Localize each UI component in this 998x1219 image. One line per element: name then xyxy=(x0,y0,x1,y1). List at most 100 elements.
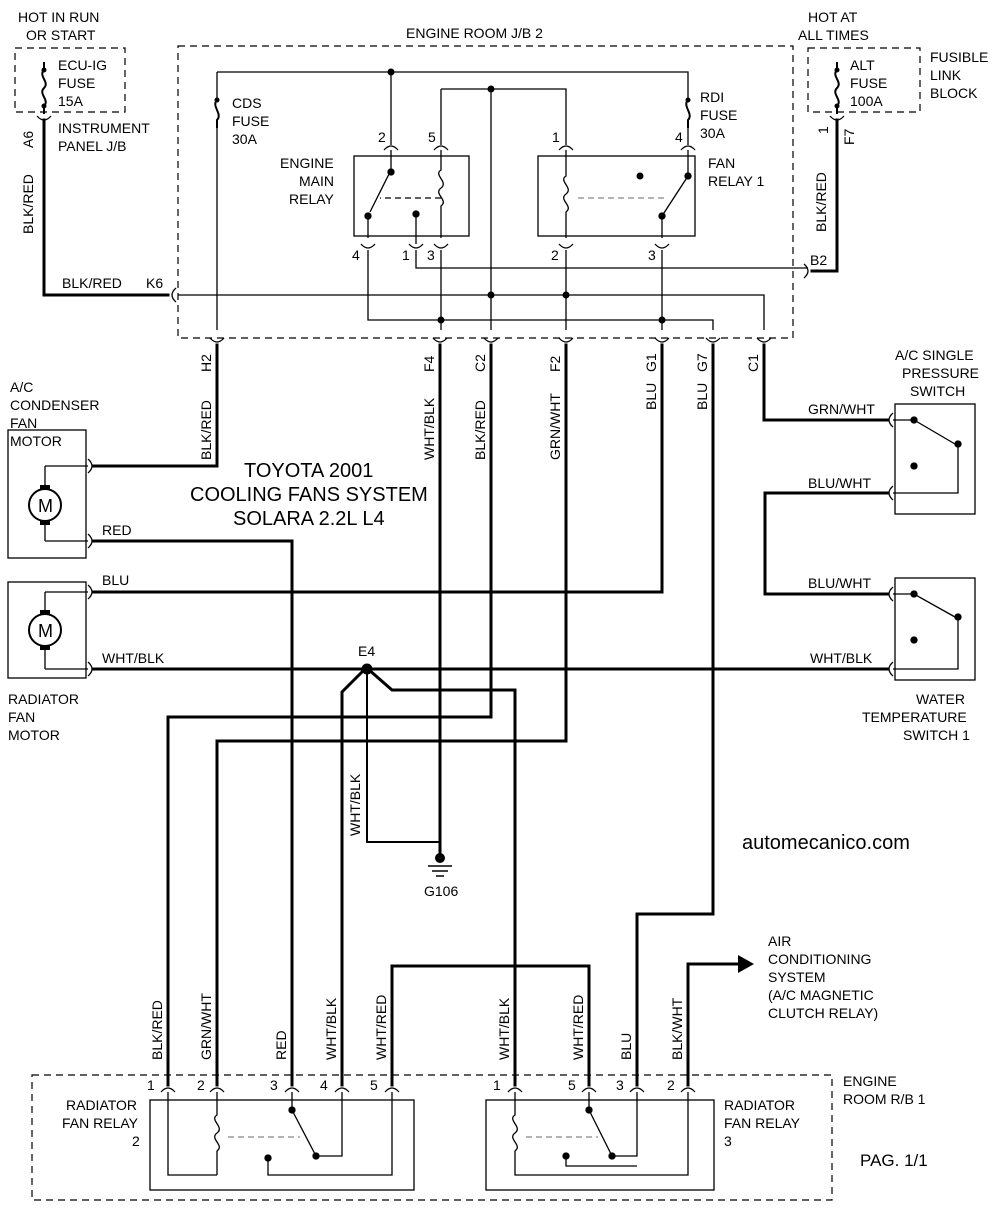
acc-label-2: CONDENSER xyxy=(10,397,99,413)
wire-label-wht-blk-6: WHT/BLK xyxy=(496,997,512,1060)
wire-blu-wht xyxy=(763,491,890,596)
fusible-label-1: FUSIBLE xyxy=(930,49,988,65)
title-line-1: TOYOTA 2001 xyxy=(244,460,373,482)
page-number: PAG. 1/1 xyxy=(860,1151,928,1170)
radiator-fan-relay-2-box xyxy=(149,1099,415,1191)
conn-f2: F2 xyxy=(547,355,563,372)
emr-label-3: RELAY xyxy=(289,191,335,207)
wire-label-blk-red-1: BLK/RED xyxy=(20,174,36,234)
wire-label-blk-red-6: BLK/RED xyxy=(149,1000,165,1060)
conn-g1: G1 xyxy=(643,353,659,372)
cds-fuse-icon xyxy=(214,99,220,128)
wire-blu-g7 xyxy=(635,343,715,1087)
rdi-fuse-label-2: FUSE xyxy=(700,107,737,123)
wt-label-1: WATER xyxy=(916,691,965,707)
jb2-internal xyxy=(178,71,808,330)
rfr2-label-2: FAN RELAY xyxy=(62,1115,139,1131)
wire-label-blk-red-2: BLK/RED xyxy=(62,275,122,291)
wire-label-blu-1: BLU xyxy=(643,383,659,410)
ground-label: G106 xyxy=(424,883,458,899)
pin-r3-5: 5 xyxy=(568,1077,576,1093)
wire-label-blk-red-3: BLK/RED xyxy=(813,172,829,232)
conn-g7: G7 xyxy=(694,353,710,372)
wire-grn-wht-f2 xyxy=(215,343,568,1087)
pin-r2-3: 3 xyxy=(270,1077,278,1093)
wire-label-blu-2: BLU xyxy=(694,383,710,410)
title-block: TOYOTA 2001 COOLING FANS SYSTEM SOLARA 2… xyxy=(190,460,928,1170)
pin-f1-2: 2 xyxy=(551,247,559,263)
fan-relay-1-box xyxy=(537,155,696,237)
rfr2-label-3: 2 xyxy=(132,1133,140,1149)
engine-room-jb2-block xyxy=(177,45,794,339)
fuse-labels: ECU-IG FUSE 15A CDS FUSE 30A RDI FUSE 30… xyxy=(58,57,887,147)
cds-fuse-label-3: 30A xyxy=(232,131,258,147)
wire-label-blu-4: BLU xyxy=(618,1033,634,1060)
alt-fuse-label-3: 100A xyxy=(850,93,883,109)
pin-r2-5: 5 xyxy=(370,1077,378,1093)
wire-label-blu-3: BLU xyxy=(102,572,129,588)
fuse-symbols xyxy=(41,62,840,128)
wires xyxy=(42,118,890,1087)
engine-main-relay-internals xyxy=(364,150,444,244)
pin-r3-3: 3 xyxy=(616,1077,624,1093)
wt-label-3: SWITCH 1 xyxy=(903,727,970,743)
air-label-4: (A/C MAGNETIC xyxy=(768,987,874,1003)
wire-blu-g1 xyxy=(92,343,664,594)
rfr3-label-3: 3 xyxy=(724,1133,732,1149)
fan-relay-1-internals xyxy=(563,150,692,238)
air-label-2: CONDITIONING xyxy=(768,951,871,967)
fusible-label-2: LINK xyxy=(930,67,962,83)
wire-label-red-1: RED xyxy=(102,522,132,538)
conn-c1: C1 xyxy=(745,354,761,372)
pin-r2-1: 1 xyxy=(147,1077,155,1093)
conn-h2: H2 xyxy=(198,354,214,372)
fan1-label-2: RELAY 1 xyxy=(708,173,765,189)
connector-labels: A6 K6 H2 F4 C2 F2 G1 G7 C1 B2 F7 xyxy=(20,128,857,372)
ip-jb-label-2: PANEL J/B xyxy=(58,138,126,154)
ac-pressure-switch-internals xyxy=(893,416,962,494)
condenser-motor-symbol: M xyxy=(38,496,53,516)
wire-blk-red-ecu xyxy=(42,118,170,297)
wire-label-wht-blk-4: WHT/BLK xyxy=(347,773,363,836)
splice-e4 xyxy=(361,663,373,675)
acc-label-1: A/C xyxy=(10,379,33,395)
wire-color-labels: BLK/RED BLK/RED BLK/RED BLK/RED WHT/BLK … xyxy=(20,172,875,1060)
wire-label-grn-wht-1: GRN/WHT xyxy=(547,393,563,460)
rb1-label-2: ROOM R/B 1 xyxy=(843,1091,926,1107)
wire-label-blu-wht-2: BLU/WHT xyxy=(808,575,871,591)
acp-label-3: SWITCH xyxy=(910,383,965,399)
pin-r3-1: 1 xyxy=(493,1077,501,1093)
ip-jb-label-1: INSTRUMENT xyxy=(58,120,150,136)
hot-at-label-1: HOT AT xyxy=(808,9,858,25)
acp-label-2: PRESSURE xyxy=(902,365,979,381)
conn-f4: F4 xyxy=(421,355,437,372)
emr-label-1: ENGINE xyxy=(280,155,334,171)
pin-emr-4: 4 xyxy=(352,247,360,263)
junction-dots xyxy=(387,68,666,324)
wire-label-grn-wht-3: GRN/WHT xyxy=(198,993,214,1060)
connector-cups xyxy=(36,115,894,1093)
pin-alt-1: 1 xyxy=(815,126,831,134)
rdi-fuse-label-1: RDI xyxy=(700,89,724,105)
wire-blk-red-alt xyxy=(810,118,839,273)
water-temp-switch-box xyxy=(894,577,976,681)
block-outlines xyxy=(7,45,976,1201)
ecu-fuse-label-2: FUSE xyxy=(58,75,95,91)
rad-label-1: RADIATOR xyxy=(8,691,79,707)
ground-icon xyxy=(428,853,452,877)
acc-label-4: MOTOR xyxy=(10,433,62,449)
hot-in-run-block xyxy=(14,47,126,113)
pin-f1-4: 4 xyxy=(675,129,683,145)
pin-emr-3: 3 xyxy=(427,247,435,263)
watermark: automecanico.com xyxy=(742,832,910,854)
title-line-3: SOLARA 2.2L L4 xyxy=(233,508,385,530)
air-label-3: SYSTEM xyxy=(768,969,826,985)
cds-fuse-label-2: FUSE xyxy=(232,113,269,129)
hot-in-run-label-2: OR START xyxy=(26,27,96,43)
rfr2-label-1: RADIATOR xyxy=(66,1097,137,1113)
component-labels: A/C CONDENSER FAN MOTOR RADIATOR FAN MOT… xyxy=(8,347,979,1021)
wire-label-wht-blk-1: WHT/BLK xyxy=(421,397,437,460)
fusible-link-block xyxy=(807,47,921,113)
pin-r3-2: 2 xyxy=(667,1077,675,1093)
